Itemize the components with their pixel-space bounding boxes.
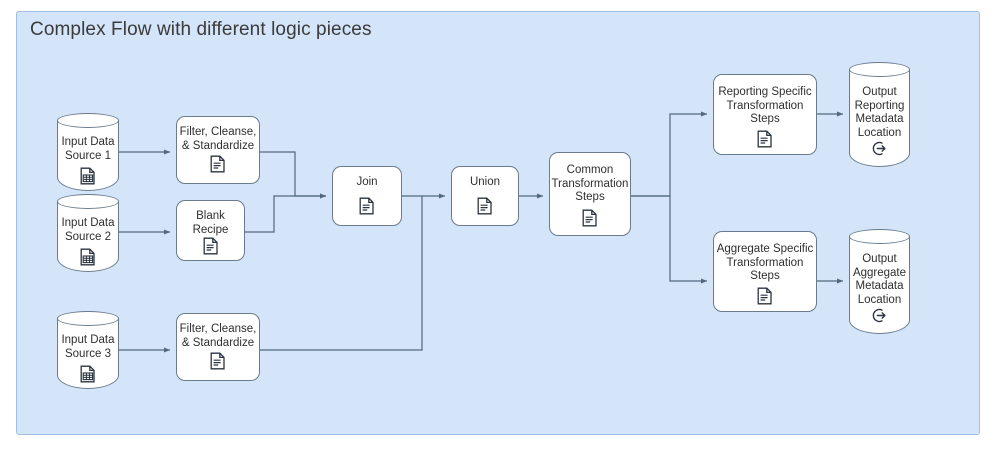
export-icon xyxy=(849,307,910,324)
node-label: Common Transformation Steps xyxy=(551,164,629,203)
document-icon xyxy=(452,197,518,215)
cylinder-top xyxy=(849,62,910,77)
node-label: Blank Recipe xyxy=(192,210,229,236)
cylinder-top xyxy=(57,194,119,209)
cylinder-top xyxy=(57,113,119,128)
document-icon xyxy=(177,155,259,173)
document-icon xyxy=(714,287,816,305)
node-join[interactable]: Join xyxy=(332,166,402,226)
page-title: Complex Flow with different logic pieces xyxy=(30,19,372,40)
node-output-reporting-metadata-location[interactable]: Output Reporting Metadata Location xyxy=(849,62,910,167)
cylinder-top xyxy=(57,311,119,326)
node-label: Input Data Source 1 xyxy=(61,136,115,162)
node-aggregate-specific-transformation-steps[interactable]: Aggregate Specific Transformation Steps xyxy=(713,231,817,312)
node-blank-recipe[interactable]: Blank Recipe xyxy=(176,200,245,261)
node-common-transformation-steps[interactable]: Common Transformation Steps xyxy=(549,152,631,236)
spreadsheet-icon xyxy=(57,365,119,383)
document-icon xyxy=(714,130,816,148)
node-label: Reporting Specific Transformation Steps xyxy=(718,86,812,125)
node-output-aggregate-metadata-location[interactable]: Output Aggregate Metadata Location xyxy=(849,229,910,334)
node-label: Output Aggregate Metadata Location xyxy=(852,253,907,306)
spreadsheet-icon xyxy=(57,167,119,185)
cylinder-body xyxy=(849,236,910,334)
node-reporting-specific-transformation-steps[interactable]: Reporting Specific Transformation Steps xyxy=(713,74,817,155)
cylinder-body xyxy=(849,69,910,167)
node-input-data-source-2[interactable]: Input Data Source 2 xyxy=(57,194,119,272)
node-union[interactable]: Union xyxy=(451,166,519,226)
document-icon xyxy=(550,209,630,227)
node-label: Union xyxy=(469,176,501,188)
node-label: Output Reporting Metadata Location xyxy=(854,86,905,139)
node-input-data-source-1[interactable]: Input Data Source 1 xyxy=(57,113,119,191)
node-filter-cleanse-standardize-3[interactable]: Filter, Cleanse, & Standardize xyxy=(176,313,260,381)
node-label: Input Data Source 2 xyxy=(61,217,115,243)
node-label: Filter, Cleanse, & Standardize xyxy=(179,126,257,152)
document-icon xyxy=(333,197,401,215)
export-icon xyxy=(849,140,910,157)
cylinder-top xyxy=(849,229,910,244)
node-label: Filter, Cleanse, & Standardize xyxy=(179,323,257,349)
document-icon xyxy=(177,352,259,370)
node-label: Join xyxy=(356,176,378,188)
spreadsheet-icon xyxy=(57,248,119,266)
node-filter-cleanse-standardize-1[interactable]: Filter, Cleanse, & Standardize xyxy=(176,116,260,184)
document-icon xyxy=(177,237,244,255)
node-label: Aggregate Specific Transformation Steps xyxy=(716,243,814,282)
node-label: Input Data Source 3 xyxy=(61,334,115,360)
node-input-data-source-3[interactable]: Input Data Source 3 xyxy=(57,311,119,389)
